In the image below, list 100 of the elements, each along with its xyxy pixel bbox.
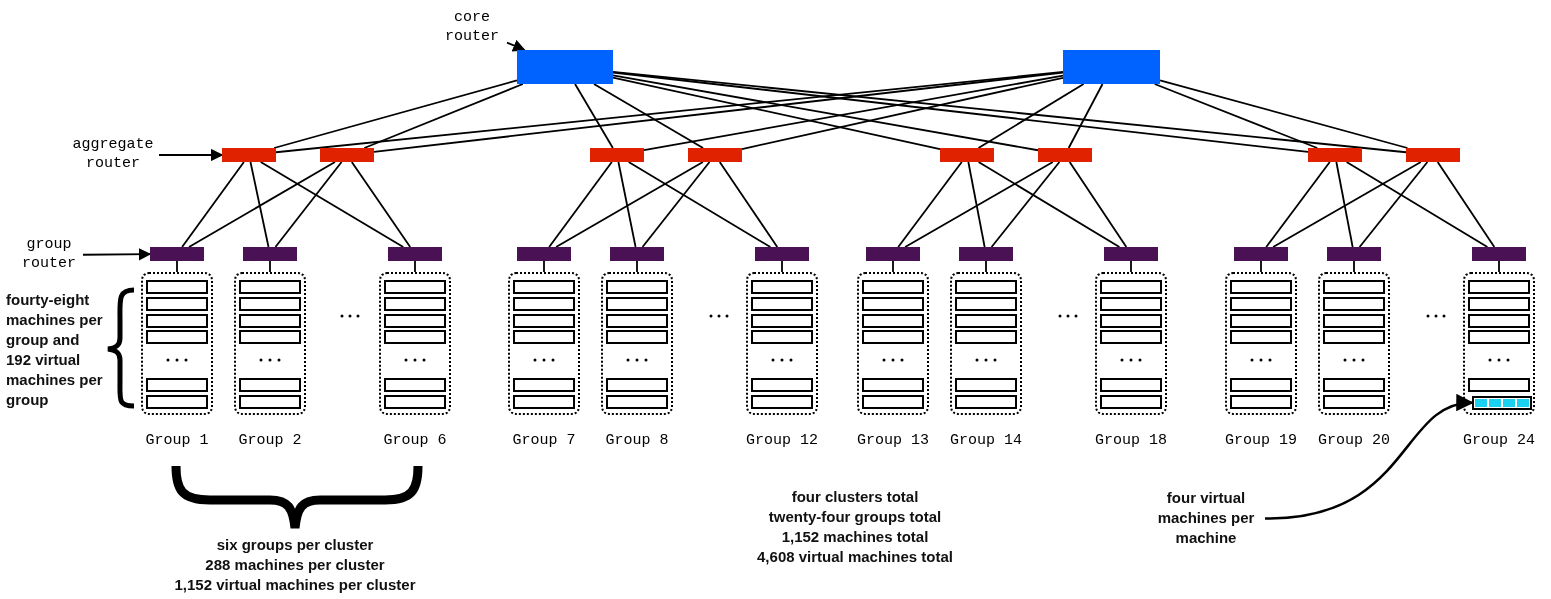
link-line <box>977 161 1121 248</box>
callout-text: aggregate router <box>70 135 156 175</box>
note-text: four clusters total <box>790 487 920 507</box>
leader-arrow <box>82 248 152 261</box>
link-line <box>617 161 637 248</box>
group-box <box>1318 272 1390 415</box>
group-router-box <box>1104 247 1158 261</box>
group-router-box <box>1327 247 1381 261</box>
core-router-box <box>1063 50 1160 84</box>
link-line <box>892 260 894 273</box>
group-label: Group 19 <box>1224 431 1298 450</box>
link-line <box>274 161 343 248</box>
link-line <box>1067 83 1104 149</box>
note-text: 1,152 machines total <box>780 527 930 547</box>
leader-arrow <box>1264 396 1474 520</box>
link-line <box>188 161 336 248</box>
group-label: Group 24 <box>1462 431 1536 450</box>
link-line <box>176 260 178 273</box>
link-line <box>259 161 405 248</box>
aggregate-router-box <box>688 148 742 162</box>
group-router-box <box>610 247 664 261</box>
link-line <box>1436 161 1496 248</box>
link-line <box>249 161 270 248</box>
group-box <box>746 272 818 415</box>
group-box <box>1095 272 1167 415</box>
group-box <box>857 272 929 415</box>
group-label: Group 7 <box>511 431 577 450</box>
note-text: twenty-four groups total <box>767 507 943 527</box>
link-line <box>967 161 986 248</box>
link-line <box>1265 161 1331 248</box>
group-router-box <box>150 247 204 261</box>
group-label: Group 1 <box>144 431 210 450</box>
link-line <box>1335 161 1354 248</box>
group-router-box <box>243 247 297 261</box>
group-label: Group 18 <box>1094 431 1168 450</box>
group-router-box <box>755 247 809 261</box>
aggregate-router-box <box>222 148 276 162</box>
group-router-box <box>1472 247 1526 261</box>
link-line <box>555 161 704 248</box>
link-line <box>1498 260 1500 273</box>
link-line <box>1260 260 1262 273</box>
link-line <box>1130 260 1132 273</box>
link-line <box>897 161 963 248</box>
link-line <box>1068 161 1128 248</box>
group-box <box>379 272 451 415</box>
aggregate-router-box <box>940 148 994 162</box>
group-box <box>508 272 580 415</box>
group-box <box>601 272 673 415</box>
group-box <box>1463 272 1535 415</box>
leader-arrow <box>158 148 224 162</box>
group-router-box <box>388 247 442 261</box>
link-line <box>1353 260 1355 273</box>
group-box <box>141 272 213 415</box>
link-line <box>548 161 613 248</box>
group-label: Group 20 <box>1317 431 1391 450</box>
link-line <box>593 83 704 149</box>
note-text: four virtual machines per machine <box>1150 488 1262 548</box>
link-line <box>781 260 783 273</box>
link-line <box>414 260 416 273</box>
link-line <box>269 260 271 273</box>
link-line <box>273 79 518 149</box>
group-label: Group 2 <box>237 431 303 450</box>
callout-text: core router <box>440 8 504 48</box>
link-line <box>612 76 941 150</box>
callout-text: group router <box>18 235 80 275</box>
link-line <box>990 161 1061 248</box>
link-line <box>1272 161 1422 248</box>
link-line <box>1159 79 1409 149</box>
link-line <box>627 161 772 248</box>
leader-arrow <box>506 39 526 52</box>
link-line <box>1345 161 1489 248</box>
link-line <box>1358 161 1429 248</box>
link-line <box>641 161 711 248</box>
aggregate-router-box <box>1308 148 1362 162</box>
link-line <box>1153 83 1319 149</box>
link-line <box>977 83 1085 149</box>
core-router-box <box>517 50 613 84</box>
aggregate-router-box <box>590 148 644 162</box>
virtual-machine-server <box>1472 396 1532 410</box>
link-line <box>904 161 1054 248</box>
group-label: Group 13 <box>856 431 930 450</box>
aggregate-router-box <box>1406 148 1460 162</box>
aggregate-router-box <box>320 148 374 162</box>
group-label: Group 8 <box>604 431 670 450</box>
group-label: Group 6 <box>382 431 448 450</box>
link-line <box>363 83 524 149</box>
link-line <box>543 260 545 273</box>
group-router-box <box>1234 247 1288 261</box>
note-text: 1,152 virtual machines per cluster <box>173 575 417 595</box>
link-line <box>350 161 412 248</box>
link-line <box>181 161 245 248</box>
link-line <box>741 76 1064 150</box>
group-router-box <box>959 247 1013 261</box>
group-label: Group 12 <box>745 431 819 450</box>
group-router-box <box>866 247 920 261</box>
aggregate-router-box <box>1038 148 1092 162</box>
note-text: fourty-eight machines per group and 192 virtual machines per group <box>6 290 104 410</box>
note-text: 288 machines per cluster <box>204 555 386 575</box>
group-box <box>1225 272 1297 415</box>
group-box <box>950 272 1022 415</box>
